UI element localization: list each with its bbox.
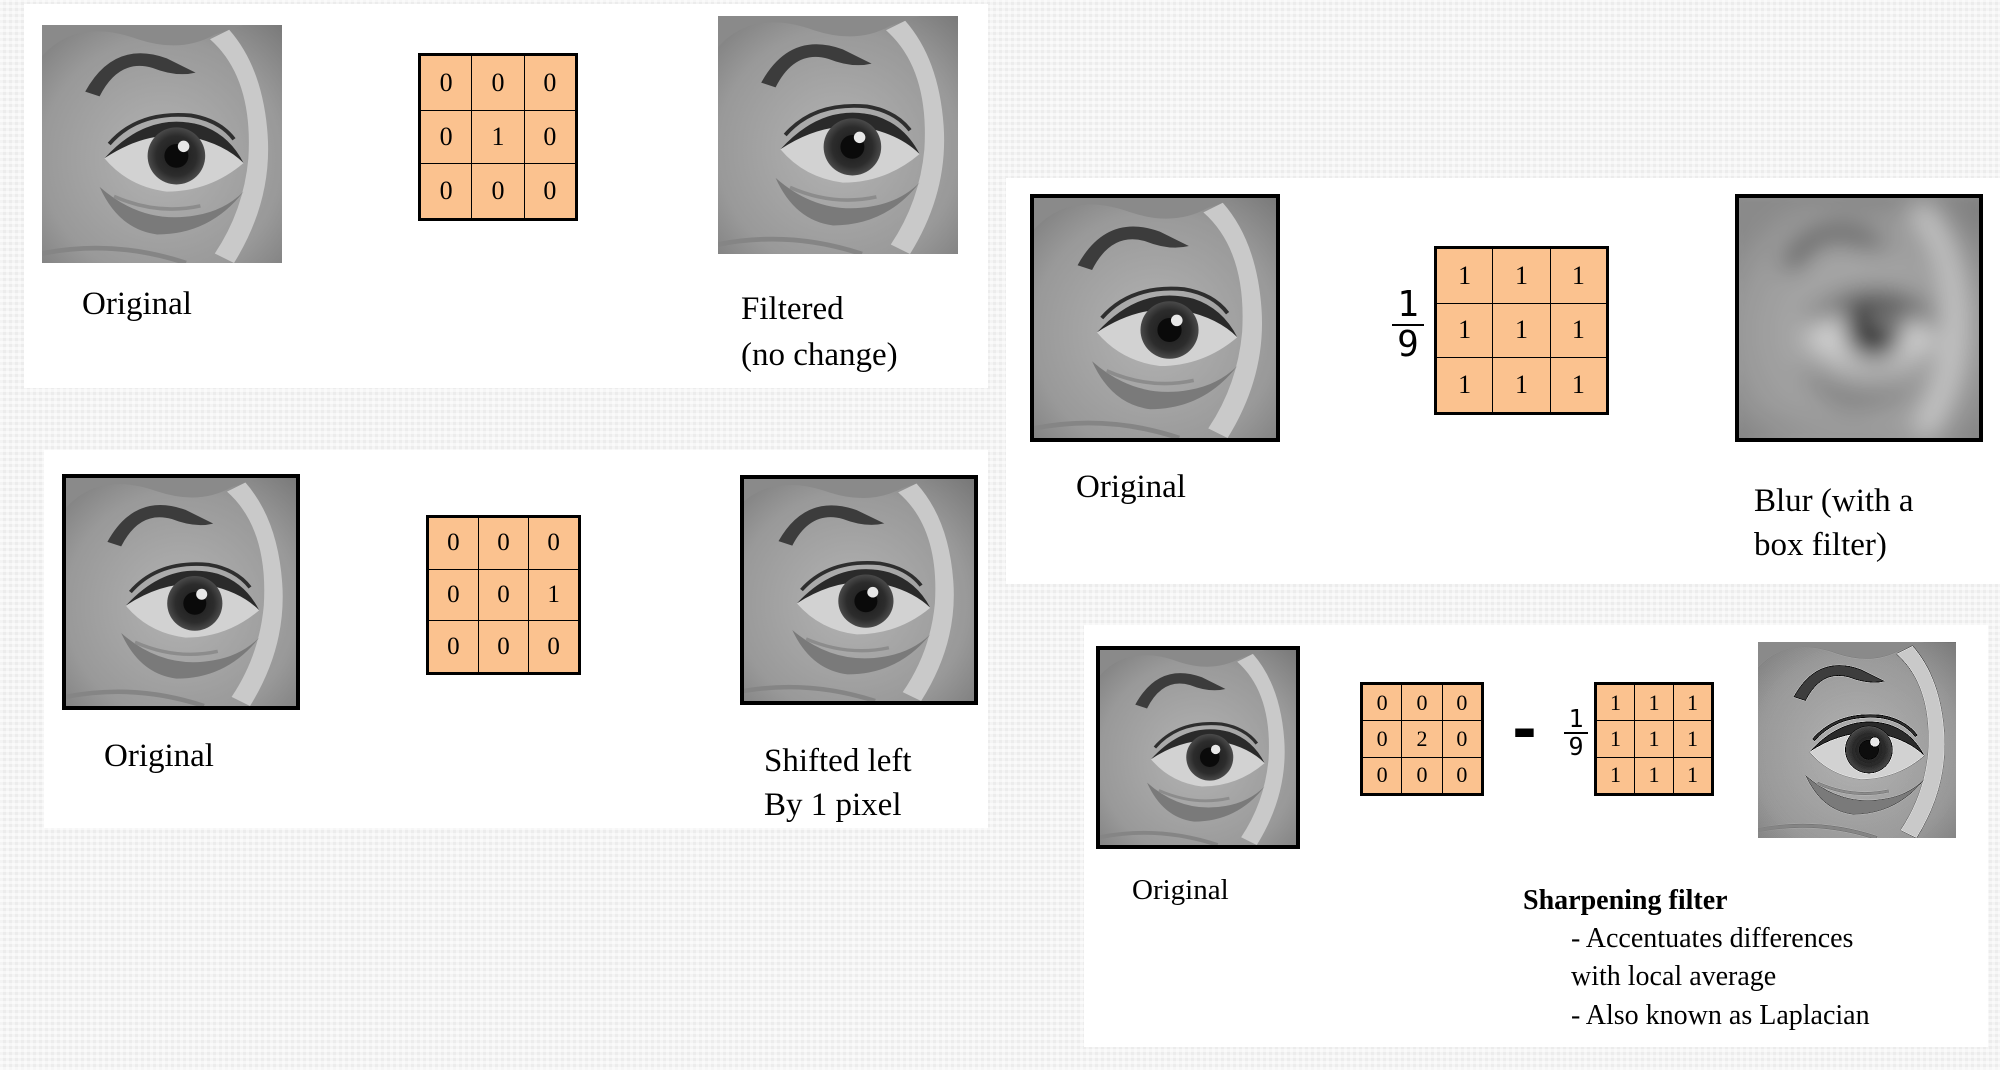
sharpened-eye-image: [1758, 642, 1956, 838]
kernel-cell: 0: [1441, 720, 1484, 758]
kernel-cell: 0: [427, 516, 479, 570]
kernel-cell: 0: [427, 568, 479, 622]
filtered-eye-image: [718, 16, 958, 254]
blur-original-label: Original: [1076, 469, 1186, 505]
kernel-cell: 0: [528, 516, 580, 570]
kernel-cell: 1: [1595, 682, 1635, 722]
sharpen-bullet-1: - Accentuates differences: [1571, 923, 1854, 954]
kernel-cell: 1: [1549, 247, 1609, 304]
fraction-bar: [1564, 732, 1588, 735]
kernel-cell: 1: [1549, 357, 1609, 414]
fraction-bar: [1392, 323, 1424, 326]
kernel-cell: 0: [1360, 756, 1403, 796]
kernel-cell: 1: [1673, 720, 1713, 758]
kernel-cell: 0: [528, 620, 580, 674]
shift-result-label-line2: By 1 pixel: [764, 787, 902, 823]
eye-photo: [1758, 642, 1956, 838]
kernel-cell: 0: [477, 620, 530, 674]
kernel-cell: 1: [1595, 756, 1635, 796]
kernel-cell: 1: [1634, 682, 1674, 722]
eye-photo: [744, 479, 974, 701]
kernel-cell: 1: [1492, 247, 1551, 304]
kernel-cell: 1: [1673, 756, 1713, 796]
original-eye-image: [62, 474, 300, 710]
eye-photo: [42, 25, 282, 263]
fraction-numerator: 1: [1568, 704, 1584, 733]
one-ninth-fraction: 1 9: [1564, 704, 1588, 762]
fraction-numerator: 1: [1397, 284, 1419, 325]
eye-photo: [66, 478, 296, 706]
identity-result-label-line1: Filtered: [741, 291, 844, 327]
fraction-denominator: 9: [1568, 732, 1584, 762]
blur-result-label-line2: box filter): [1754, 527, 1887, 563]
one-ninth-fraction: 1 9: [1392, 286, 1424, 364]
kernel-cell: 0: [477, 516, 530, 570]
kernel-cell: 0: [1360, 720, 1403, 758]
kernel-cell: 0: [523, 54, 578, 111]
original-eye-image: [42, 25, 282, 263]
kernel-cell: 0: [418, 109, 473, 165]
kernel-cell: 0: [1441, 756, 1484, 796]
shifted-eye-image: [740, 475, 978, 705]
kernel-cell: 0: [1441, 682, 1484, 722]
original-eye-image: [1030, 194, 1280, 442]
kernel-cell: 1: [1492, 302, 1551, 359]
blur-result-label-line1: Blur (with a: [1754, 483, 1914, 519]
kernel-cell: 0: [1360, 682, 1403, 722]
kernel-cell: 1: [1434, 357, 1494, 414]
minus-operator: -: [1512, 695, 1537, 765]
shift-original-label: Original: [104, 738, 214, 774]
sharpen-bullet-2: - Also known as Laplacian: [1571, 1000, 1870, 1031]
kernel-cell: 1: [1492, 357, 1551, 414]
kernel-cell: 0: [1401, 756, 1443, 796]
eye-photo: [1739, 198, 1979, 438]
kernel-cell: 1: [528, 568, 580, 622]
kernel-cell: 1: [1434, 302, 1494, 359]
kernel-cell: 1: [1634, 756, 1674, 796]
kernel-cell: 0: [1401, 682, 1443, 722]
identity-result-label-line2: (no change): [741, 337, 898, 373]
kernel-cell: 1: [1634, 720, 1674, 758]
eye-photo: [1100, 650, 1296, 845]
sharpening-filter-title: Sharpening filter: [1523, 885, 1728, 916]
sharpen-bullet-1-continued: with local average: [1571, 961, 1777, 992]
kernel-cell: 0: [523, 163, 578, 220]
kernel-cell: 1: [1434, 247, 1494, 304]
kernel-cell: 0: [477, 568, 530, 622]
eye-photo: [1034, 198, 1276, 438]
original-eye-image: [1096, 646, 1300, 849]
fraction-denominator: 9: [1397, 323, 1419, 365]
sharpen-original-label: Original: [1132, 874, 1229, 906]
eye-photo: [718, 16, 958, 254]
kernel-cell: 2: [1401, 720, 1443, 758]
kernel-cell: 1: [1549, 302, 1609, 359]
kernel-cell: 0: [418, 163, 473, 220]
kernel-cell: 0: [418, 54, 473, 111]
kernel-cell: 1: [1595, 720, 1635, 758]
kernel-cell: 0: [471, 163, 525, 220]
kernel-cell: 1: [471, 109, 525, 165]
blurred-eye-image: [1735, 194, 1983, 442]
kernel-cell: 1: [1673, 682, 1713, 722]
kernel-cell: 0: [427, 620, 479, 674]
identity-original-label: Original: [82, 286, 192, 322]
kernel-cell: 0: [523, 109, 578, 165]
kernel-cell: 0: [471, 54, 525, 111]
shift-result-label-line1: Shifted left: [764, 743, 912, 779]
